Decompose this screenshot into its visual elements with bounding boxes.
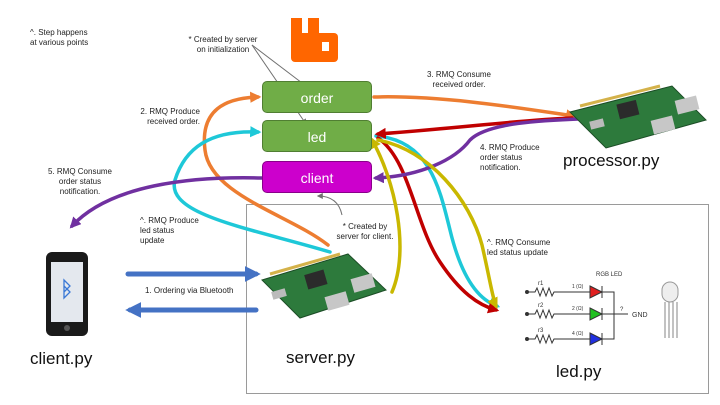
note-rmq-produce-led: ^. RMQ Produce led status update: [140, 216, 199, 245]
processor-raspberry-pi-image: [569, 84, 707, 149]
note-rmq-consume-order-status: 5. RMQ Consume order status notification…: [47, 167, 113, 196]
schematic-title: RGB LED: [596, 272, 623, 278]
server-raspberry-pi-image: [261, 252, 387, 319]
schematic-q: ?: [620, 307, 624, 313]
order-queue: order: [262, 81, 372, 113]
note-created-by-server-init: * Created by server on initialization: [188, 35, 258, 54]
schematic-ohm3: 4 (Ω): [572, 331, 584, 337]
processor-label: processor.py: [563, 151, 660, 170]
rgb-led-schematic: [525, 285, 628, 346]
led-queue: led: [262, 120, 372, 152]
yellow-produce-led-arrow: [370, 137, 402, 294]
yellow-consume-led-arrow: [376, 138, 498, 310]
note-rmq-consume-led: ^. RMQ Consume led status update: [487, 238, 551, 257]
client-queue: client: [262, 161, 372, 193]
note-rmq-produce-received: 2. RMQ Produce received order.: [140, 107, 200, 126]
note-ordering-bluetooth: 1. Ordering via Bluetooth: [145, 286, 234, 295]
note-rmq-produce-order-status: 4. RMQ Produce order status notification…: [480, 143, 540, 172]
led-component-image: [661, 281, 679, 338]
server-label: server.py: [286, 348, 355, 367]
phone-image: [46, 252, 88, 336]
red-led-consume-arrow: [376, 136, 500, 314]
rabbitmq-logo: [291, 18, 338, 62]
orange-consume-order-arrow: [372, 95, 578, 121]
note-created-by-server-client: * Created by server for client.: [336, 222, 394, 241]
cyan-produce-led-arrow: [172, 126, 332, 254]
annotation-arrow-order: [251, 44, 307, 87]
cyan-consume-led-arrow: [374, 134, 501, 309]
purple-consume-status-arrow: [69, 176, 264, 229]
schematic-r2: r2: [538, 303, 544, 309]
schematic-r3: r3: [538, 328, 544, 334]
client-label: client.py: [30, 349, 93, 368]
purple-produce-status-arrow: [372, 116, 602, 184]
note-rmq-consume-received: 3. RMQ Consume received order.: [426, 70, 492, 89]
server-boundary-box: [246, 204, 709, 394]
schematic-ohm1: 1 (Ω): [572, 284, 584, 290]
note-step-happens: ^. Step happens at various points: [30, 28, 89, 47]
schematic-ohm2: 2 (Ω): [572, 306, 584, 312]
orange-produce-order-arrow: [202, 91, 330, 247]
schematic-r1: r1: [538, 281, 544, 287]
led-label: led.py: [556, 362, 602, 381]
annotation-arrow-client: [316, 193, 343, 216]
schematic-gnd: GND: [632, 312, 648, 319]
